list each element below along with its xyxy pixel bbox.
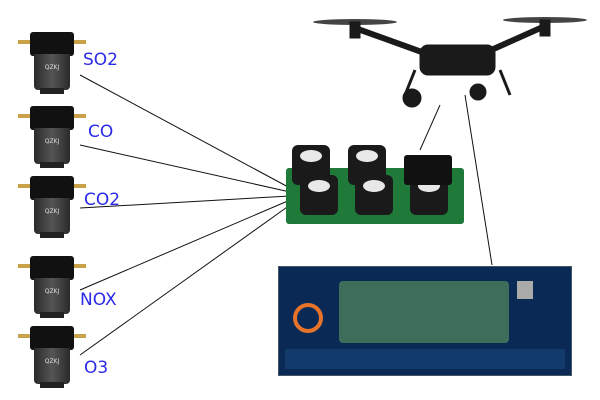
dashboard-map: [339, 281, 509, 343]
board-module: [404, 155, 452, 185]
nox-label: NOX: [80, 290, 117, 310]
co-label: CO: [88, 122, 114, 142]
so2-label: SO2: [83, 50, 118, 70]
monitoring-dashboard: [278, 266, 572, 376]
dashboard-avatar: [517, 281, 533, 299]
o3-label: O3: [84, 358, 109, 378]
dashboard-charts: [285, 349, 565, 369]
dashboard-gauge: [293, 303, 323, 333]
co-sensor: QZKJ: [18, 106, 86, 170]
so2-sensor: QZKJ: [18, 32, 86, 96]
co2-sensor: QZKJ: [18, 176, 86, 240]
o3-sensor: QZKJ: [18, 326, 86, 390]
co2-label: CO2: [84, 190, 121, 210]
nox-sensor: QZKJ: [18, 256, 86, 320]
